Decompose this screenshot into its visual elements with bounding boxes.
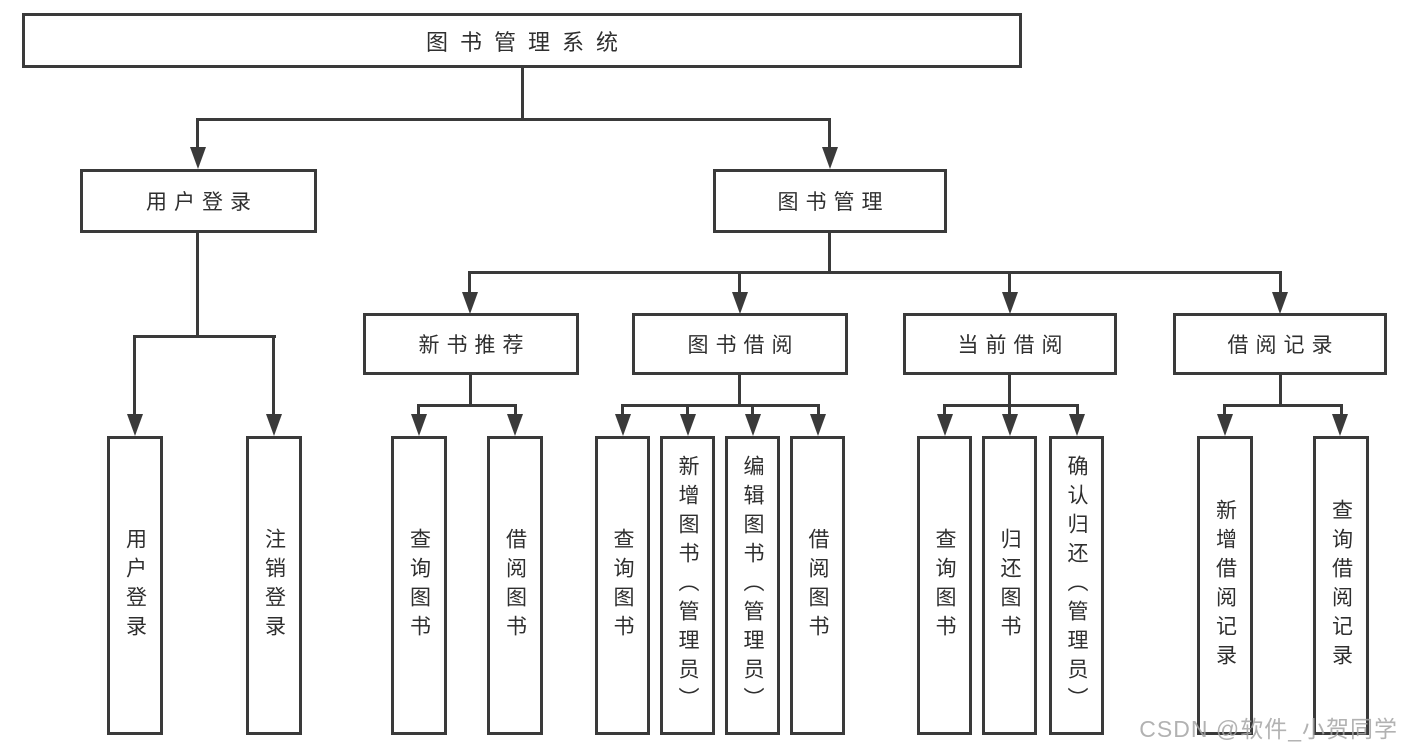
- node-label: 图书管理系统: [425, 29, 630, 55]
- arrowhead-down: [615, 414, 631, 436]
- arrowhead-down: [732, 292, 748, 314]
- node-label: 确认归还（管理员）: [1065, 455, 1088, 716]
- connector-line: [1279, 271, 1282, 294]
- arrowhead-down: [411, 414, 427, 436]
- connector-line: [1223, 404, 1343, 407]
- connector-line: [196, 118, 831, 121]
- connector-line: [469, 374, 472, 406]
- node-library-system: 图书管理系统: [22, 13, 1022, 68]
- connector-line: [1008, 271, 1011, 294]
- connector-line: [1008, 404, 1011, 418]
- node-label: 新书推荐: [418, 334, 531, 357]
- arrowhead-down: [462, 292, 478, 314]
- node-label: 查询借阅记录: [1329, 498, 1353, 673]
- arrowhead-down: [1002, 414, 1018, 436]
- arrowhead-down: [507, 414, 523, 436]
- node-book-management: 图书管理: [713, 169, 947, 233]
- node-label: 归还图书: [998, 527, 1021, 644]
- arrowhead-down: [745, 414, 761, 436]
- leaf-confirm-return-admin: 确认归还（管理员）: [1049, 436, 1104, 735]
- leaf-user-login: 用户登录: [107, 436, 163, 735]
- node-label: 图书借阅: [687, 334, 800, 357]
- node-label: 新增借阅记录: [1213, 498, 1237, 673]
- arrowhead-down: [822, 147, 838, 169]
- connector-line: [621, 404, 624, 418]
- node-current-borrowing: 当前借阅: [903, 313, 1117, 375]
- arrowhead-down: [937, 414, 953, 436]
- connector-line: [738, 271, 741, 294]
- connector-line: [133, 335, 136, 416]
- node-new-book-recommend: 新书推荐: [363, 313, 579, 375]
- connector-line: [514, 404, 517, 418]
- leaf-add-borrow-record: 新增借阅记录: [1197, 436, 1253, 735]
- connector-line: [751, 404, 754, 418]
- leaf-edit-book-admin: 编辑图书（管理员）: [725, 436, 780, 735]
- connector-line: [943, 404, 946, 418]
- connector-line: [686, 404, 689, 418]
- leaf-borrow-books-1: 借阅图书: [487, 436, 543, 735]
- leaf-return-book: 归还图书: [982, 436, 1037, 735]
- leaf-query-books-3: 查询图书: [917, 436, 972, 735]
- arrowhead-down: [190, 147, 206, 169]
- node-label: 图书管理: [777, 191, 890, 214]
- arrowhead-down: [266, 414, 282, 436]
- connector-line: [196, 233, 199, 337]
- connector-line: [1008, 375, 1011, 406]
- leaf-add-book-admin: 新增图书（管理员）: [660, 436, 715, 735]
- leaf-query-books-1: 查询图书: [391, 436, 447, 735]
- connector-line: [196, 118, 199, 150]
- connector-line: [133, 335, 276, 338]
- arrowhead-down: [680, 414, 696, 436]
- node-borrowing-records: 借阅记录: [1173, 313, 1387, 375]
- connector-line: [521, 68, 524, 120]
- connector-line: [1223, 404, 1226, 418]
- connector-line: [1340, 404, 1343, 418]
- node-label: 借阅图书: [503, 527, 527, 644]
- node-user-login-module: 用户登录: [80, 169, 317, 233]
- connector-line: [621, 404, 820, 407]
- node-label: 用户登录: [123, 527, 147, 644]
- connector-line: [738, 375, 741, 406]
- arrowhead-down: [1272, 292, 1288, 314]
- connector-line: [943, 404, 1079, 407]
- node-label: 新增图书（管理员）: [676, 455, 699, 716]
- leaf-query-borrow-record: 查询借阅记录: [1313, 436, 1369, 735]
- arrowhead-down: [127, 414, 143, 436]
- arrowhead-down: [1332, 414, 1348, 436]
- connector-line: [417, 404, 420, 418]
- arrowhead-down: [810, 414, 826, 436]
- connector-line: [417, 404, 517, 407]
- connector-line: [828, 233, 831, 274]
- node-label: 查询图书: [611, 527, 634, 644]
- node-label: 查询图书: [407, 527, 431, 644]
- connector-line: [1076, 404, 1079, 418]
- leaf-borrow-books-2: 借阅图书: [790, 436, 845, 735]
- connector-line: [828, 118, 831, 150]
- node-label: 当前借阅: [957, 334, 1070, 357]
- node-label: 注销登录: [262, 527, 286, 644]
- arrowhead-down: [1217, 414, 1233, 436]
- node-label: 用户登录: [146, 191, 258, 214]
- node-label: 查询图书: [933, 527, 956, 644]
- arrowhead-down: [1069, 414, 1085, 436]
- connector-line: [272, 335, 275, 416]
- connector-line: [468, 271, 471, 294]
- node-label: 编辑图书（管理员）: [741, 455, 764, 716]
- leaf-query-books-2: 查询图书: [595, 436, 650, 735]
- node-label: 借阅记录: [1227, 334, 1340, 357]
- node-book-borrowing: 图书借阅: [632, 313, 848, 375]
- node-label: 借阅图书: [806, 527, 829, 644]
- csdn-watermark: CSDN @软件_小贺同学: [1139, 716, 1398, 742]
- arrowhead-down: [1002, 292, 1018, 314]
- connector-line: [817, 404, 820, 418]
- connector-line: [1279, 375, 1282, 406]
- connector-line: [468, 271, 1282, 274]
- leaf-logout: 注销登录: [246, 436, 302, 735]
